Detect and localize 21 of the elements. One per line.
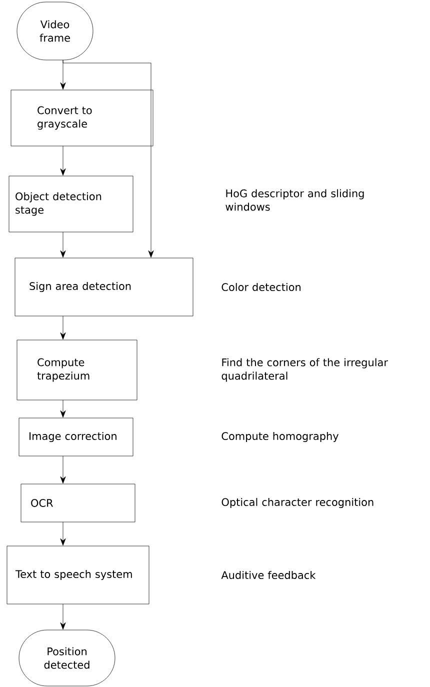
side-note: Find the corners of the irregular quadrilateral [222, 358, 388, 382]
process-box: Object detection stage [8, 176, 134, 232]
side-note: HoG descriptor and sliding windows [226, 189, 364, 211]
arrow [60, 400, 66, 418]
side-note: Auditive feedback [221, 570, 316, 580]
arrow [60, 456, 66, 484]
side-note: Color detection [222, 282, 300, 292]
arrow [60, 604, 66, 630]
side-note: Compute homography [222, 432, 339, 442]
process-box: OCR [20, 484, 136, 522]
side-note: Optical character recognition [222, 498, 374, 508]
process-box: Image correction [18, 418, 134, 456]
process-box: Compute trapezium [16, 340, 138, 400]
arrow [60, 316, 66, 340]
process-box: Text to speech system [6, 546, 150, 604]
arrow [60, 232, 66, 258]
process-box: Convert to grayscale [10, 90, 154, 146]
arrow [62, 60, 154, 258]
arrow [60, 146, 66, 176]
arrow [60, 522, 66, 546]
process-box: Sign area detection [14, 258, 194, 316]
